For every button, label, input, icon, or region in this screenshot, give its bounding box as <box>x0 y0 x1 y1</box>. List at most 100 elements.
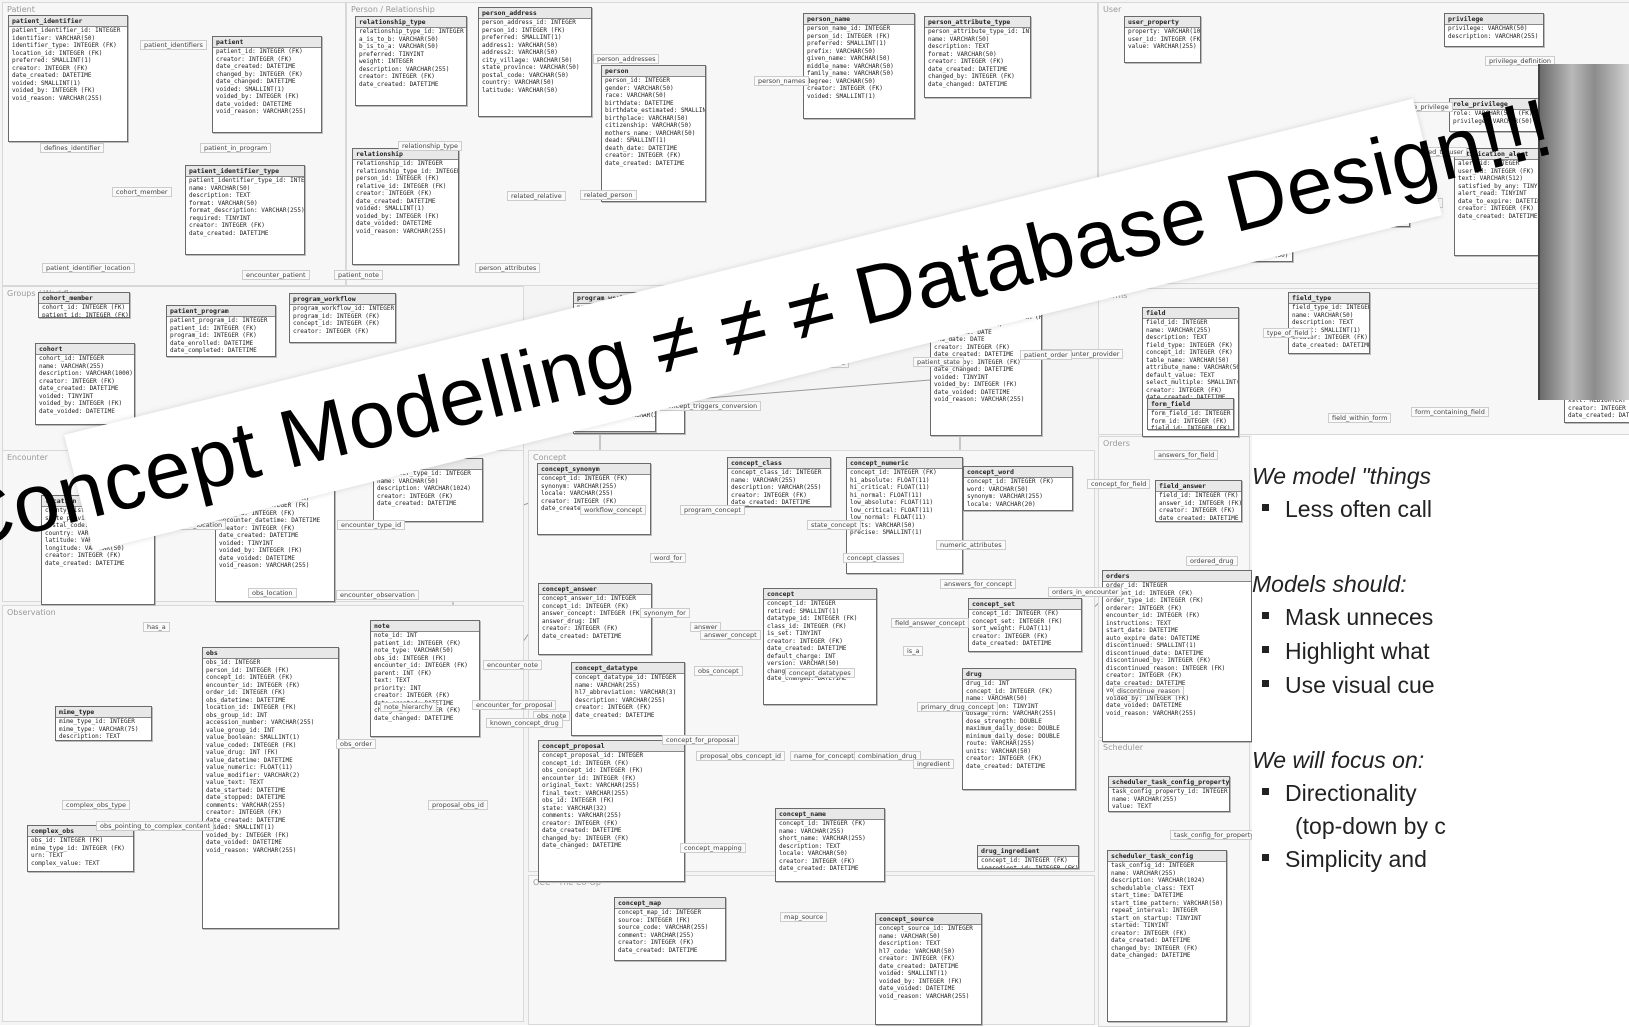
entity-column: field_id: INTEGER (FK) <box>1151 425 1231 430</box>
entity-column: discontinued_date: DATETIME <box>1106 649 1204 657</box>
entity-column: date_created: DATETIME <box>928 65 1008 73</box>
bullet-directionality: Directionality <box>1262 780 1417 807</box>
relationship-label: obs_concept <box>694 666 743 676</box>
relationship-label: related_person <box>580 190 637 200</box>
entity-column: creator: INTEGER (FK) <box>1146 386 1222 394</box>
entity-column: date_created: DATETIME <box>779 865 859 872</box>
entity-column: note_id: INT <box>374 632 418 639</box>
entity-column: voided_by: INTEGER (FK) <box>1106 694 1190 702</box>
entity-table-title: privilege <box>1445 14 1543 25</box>
entity-column: route: VARCHAR(255) <box>966 740 1035 747</box>
entity-table-title: cohort_member <box>39 293 129 304</box>
entity-column: task_config_property_id: INTEGER <box>1112 788 1228 795</box>
entity-column: encounter_id: INTEGER (FK) <box>542 774 636 782</box>
entity-table-title: patient_program <box>167 306 275 317</box>
entity-column: name: VARCHAR(50) <box>1292 311 1354 319</box>
entity-column: obs_group_id: INT <box>206 711 268 719</box>
entity-column: changed_by: INTEGER (FK) <box>542 834 629 842</box>
relationship-label: discontinue_reason <box>1113 686 1184 696</box>
entity-column: hi_critical: FLOAT(11) <box>850 484 930 491</box>
relationship-label: note_hierarchy <box>380 702 437 712</box>
entity-column: start_time_pattern: VARCHAR(50) <box>1111 899 1223 907</box>
relationship-label: related_relative <box>507 191 566 201</box>
relationship-label: orders_in_encounter <box>1048 587 1123 597</box>
entity-column: description: TEXT <box>928 43 990 50</box>
entity-column: degree: VARCHAR(50) <box>807 77 876 85</box>
entity-column: concept_id: INTEGER (FK) <box>293 320 380 327</box>
entity-column: address1: VARCHAR(50) <box>482 41 558 49</box>
entity-column: date_created: DATETIME <box>972 640 1052 647</box>
entity-column: concept_map_id: INTEGER <box>618 909 702 916</box>
entity-column: b_is_to_a: VARCHAR(50) <box>359 43 439 50</box>
entity-column: date_created: DATETIME <box>377 500 457 507</box>
entity-column: middle_name: VARCHAR(50) <box>807 62 894 70</box>
entity-column: concept_id: INTEGER (FK) <box>542 602 629 610</box>
entity-table-title: program_workflow <box>290 294 395 305</box>
entity-column: date_voided: DATETIME <box>879 985 955 992</box>
entity-column: locale: VARCHAR(255) <box>541 490 614 497</box>
entity-column: concept_id: INTEGER (FK) <box>967 478 1054 485</box>
entity-column: form_field_id: INTEGER <box>1151 410 1231 417</box>
entity-column: privilege: VARCHAR(50) (FK) <box>1453 117 1545 125</box>
entity-column: creator: INTEGER (FK) <box>966 755 1042 762</box>
entity-column: field_type: INTEGER (FK) <box>1146 341 1233 349</box>
entity-table-title: person <box>602 66 705 77</box>
entity-column: urn: TEXT <box>31 852 64 859</box>
entity-column: date_created: DATETIME <box>575 711 655 719</box>
relationship-label: person_addresses <box>593 54 660 64</box>
entity-column: combination: TINYINT <box>966 702 1039 710</box>
entity-column: changed_by: INTEGER (FK) <box>216 70 303 78</box>
entity-column: date_created: DATETIME <box>219 532 299 539</box>
entity-column: preferred: TINYINT <box>359 50 425 58</box>
entity-column: creator: INTEGER (FK) <box>779 857 855 865</box>
bullet-square-icon <box>1262 646 1269 654</box>
entity-column: relationship_type_id: INTEGER <box>359 28 464 35</box>
entity-column: name: VARCHAR(255) <box>39 362 105 370</box>
entity-column: concept_id: INTEGER (FK) <box>966 687 1053 695</box>
relationship-label: obs_pointing_to_complex_content <box>96 821 215 831</box>
entity-column: creator: INTEGER (FK) <box>807 85 883 92</box>
entity-column: comments: VARCHAR(255) <box>542 812 622 819</box>
entity-column: creator: INTEGER (FK) <box>356 190 432 197</box>
entity-column: encounter_datetime: DATETIME <box>219 517 321 524</box>
entity-table-title: relationship_type <box>356 17 466 28</box>
entity-column: creator: INTEGER (FK) <box>1458 205 1534 212</box>
region-label: Scheduler <box>1103 743 1144 752</box>
entity-column: creator: INTEGER (FK) <box>189 222 265 229</box>
entity-column: date_changed: DATETIME <box>216 78 296 85</box>
entity-column: date_voided: DATETIME <box>39 407 115 415</box>
region-label: Concept <box>533 453 567 462</box>
entity-column: relationship_id: INTEGER <box>356 160 443 167</box>
entity-column: date_created: DATETIME <box>542 827 622 834</box>
entity-column: void_reason: VARCHAR(255) <box>356 227 447 235</box>
entity-column: voided_by: INTEGER (FK) <box>219 547 303 554</box>
entity-column: description: TEXT <box>879 940 941 947</box>
entity-column: date_voided: DATETIME <box>206 839 282 846</box>
relationship-label: concept_for_field <box>1087 479 1151 489</box>
entity-column: priority: INT <box>374 684 421 692</box>
entity-column: value_coded: INTEGER (FK) <box>206 741 297 749</box>
entity-column: discontinued_by: INTEGER (FK) <box>1106 657 1211 664</box>
entity-column: latitude: VARCHAR(50) <box>45 537 121 544</box>
entity-column: patient_id: INTEGER (FK) <box>216 48 303 55</box>
entity-column: satisfied_by_any: TINYINT <box>1458 182 1543 190</box>
relationship-label: is_a <box>903 646 924 656</box>
relationship-label: encounter_type_id <box>337 520 406 530</box>
entity-column: void_reason: VARCHAR(255) <box>219 562 310 569</box>
heading-focus-on: We will focus on: <box>1252 747 1425 773</box>
entity-table-title: drug <box>963 669 1075 680</box>
bullet-mask: Mask unneces <box>1262 604 1433 631</box>
entity-column: relationship_type_id: INTEGER (FK) <box>356 167 458 175</box>
entity-table-title: concept_set <box>969 599 1081 610</box>
entity-column: privilege: VARCHAR(50) <box>1448 25 1528 32</box>
entity-column: alert_read: TINYINT <box>1458 190 1527 197</box>
entity-column: low_absolute: FLOAT(11) <box>850 499 934 506</box>
